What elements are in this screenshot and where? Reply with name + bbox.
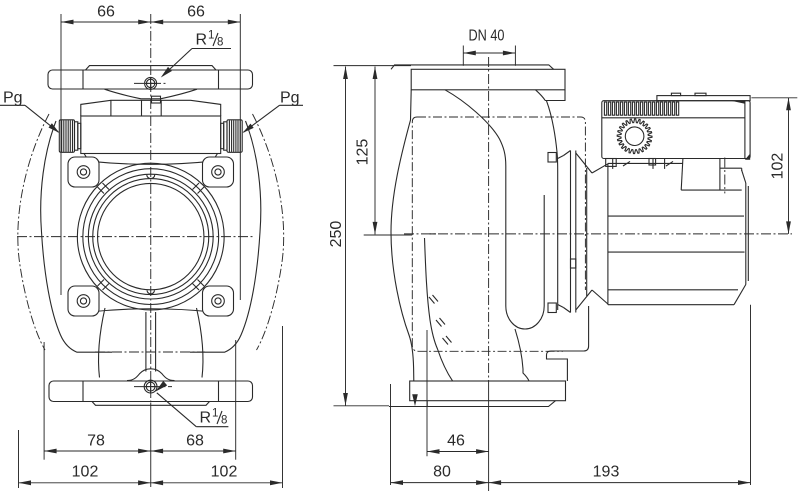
svg-text:102: 102: [211, 464, 238, 481]
svg-text:R: R: [200, 410, 212, 427]
svg-text:DN 40: DN 40: [469, 28, 505, 45]
svg-text:Pg: Pg: [3, 90, 23, 107]
svg-text:102: 102: [770, 153, 787, 180]
svg-text:193: 193: [593, 464, 620, 481]
svg-text:1: 1: [212, 408, 218, 420]
svg-text:68: 68: [186, 433, 204, 450]
svg-text:250: 250: [328, 221, 345, 248]
svg-text:66: 66: [187, 4, 205, 21]
svg-text:125: 125: [354, 139, 371, 166]
svg-text:46: 46: [447, 433, 465, 450]
svg-text:8: 8: [221, 415, 227, 427]
svg-text:8: 8: [217, 37, 223, 49]
svg-text:78: 78: [87, 433, 105, 450]
svg-text:1: 1: [208, 30, 214, 42]
svg-text:66: 66: [97, 4, 115, 21]
svg-text:102: 102: [72, 464, 99, 481]
svg-text:80: 80: [433, 464, 451, 481]
svg-text:Pg: Pg: [280, 90, 300, 107]
svg-text:R: R: [196, 32, 208, 49]
